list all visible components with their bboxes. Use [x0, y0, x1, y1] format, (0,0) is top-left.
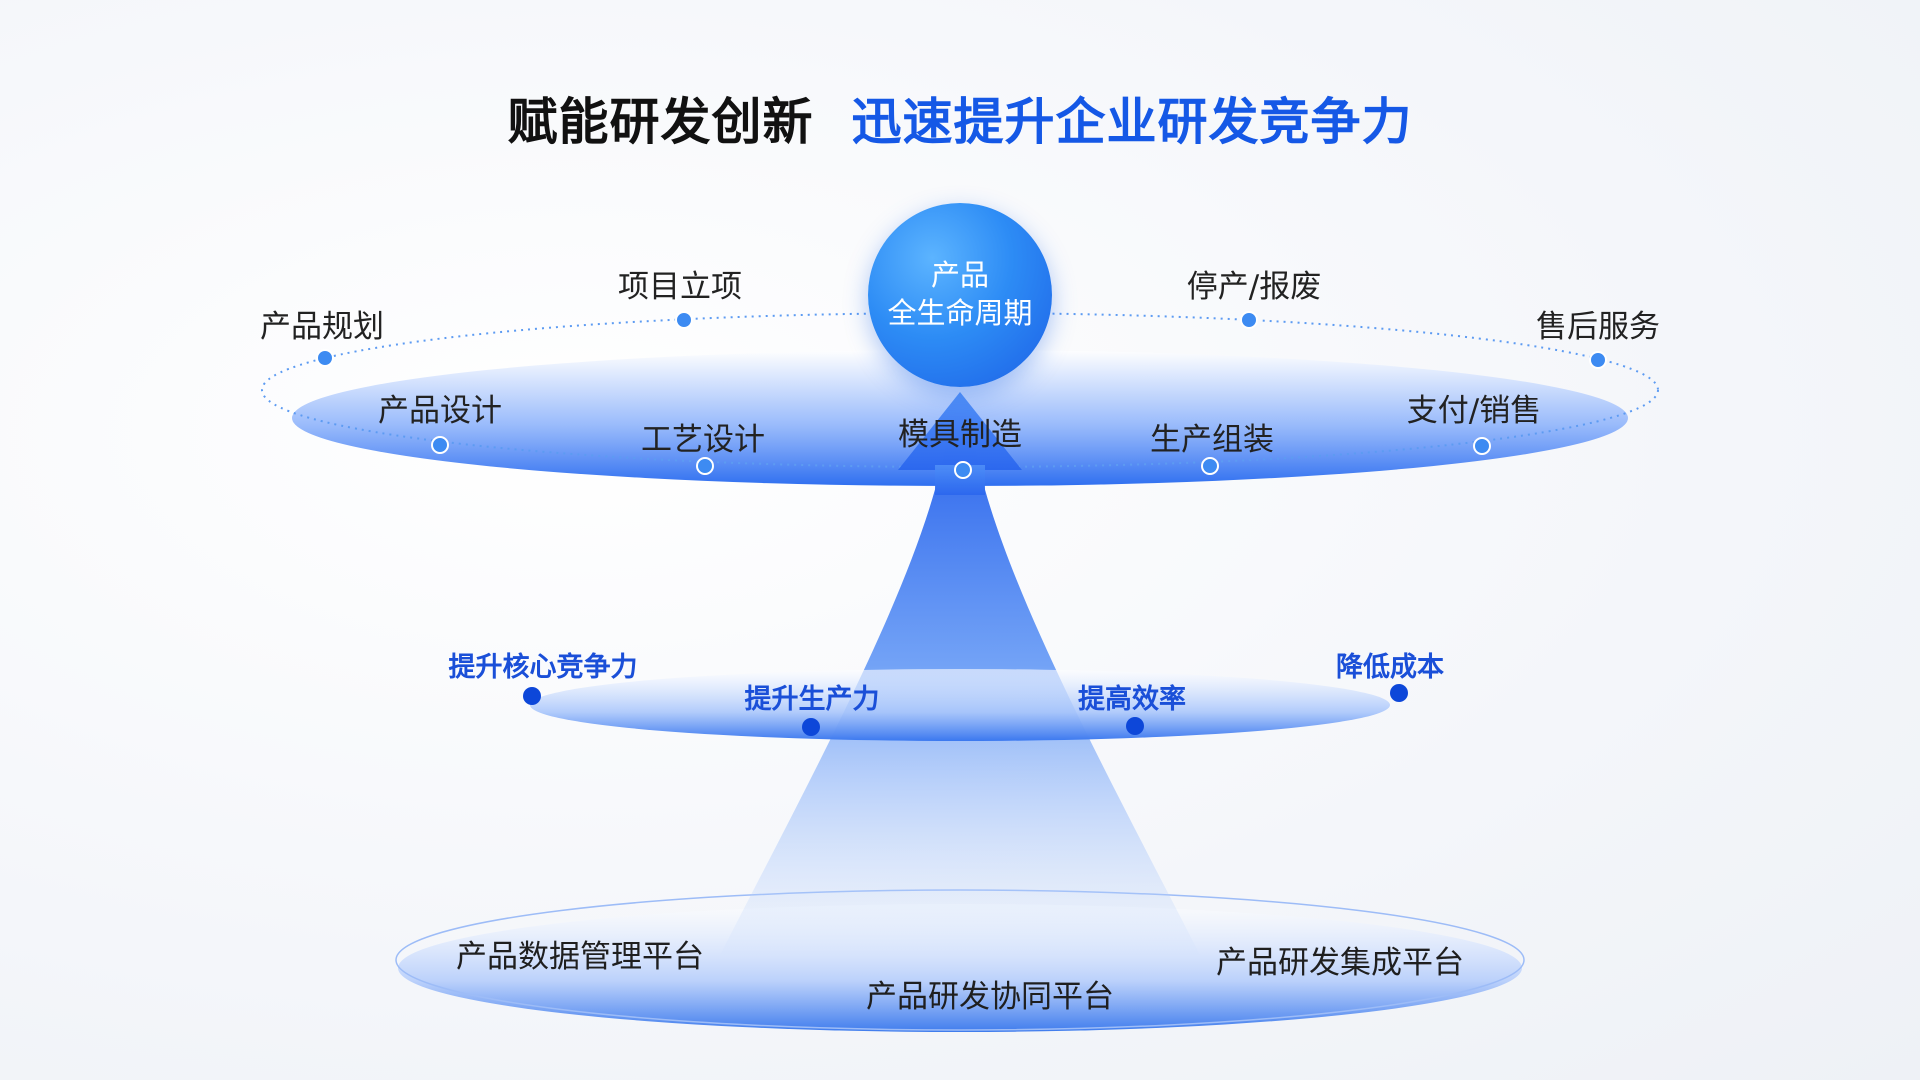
lifecycle-dot: [1201, 457, 1219, 475]
benefit-dot: [1390, 684, 1408, 702]
title-part-2: 迅速提升企业研发竞争力: [851, 93, 1413, 151]
lifecycle-label: 项目立项: [618, 269, 742, 305]
lifecycle-dot: [675, 311, 693, 329]
benefit-label: 提高效率: [1078, 684, 1186, 715]
benefit-label: 提升核心竞争力: [448, 652, 638, 683]
page-title: 赋能研发创新迅速提升企业研发竞争力: [0, 82, 1920, 154]
lifecycle-dot: [954, 461, 972, 479]
lifecycle-dots: [316, 311, 1607, 479]
lifecycle-dot: [431, 436, 449, 454]
lifecycle-label: 生产组装: [1150, 422, 1274, 458]
lifecycle-label: 停产/报废: [1186, 269, 1322, 305]
title-part-1: 赋能研发创新: [507, 93, 814, 151]
arrow-head: [898, 392, 1022, 470]
benefit-dot: [802, 718, 820, 736]
platform-ellipse: [398, 904, 1522, 1032]
benefit-dots: [523, 684, 1408, 736]
center-line-2: 全生命周期: [887, 296, 1033, 330]
lifecycle-dot: [1589, 351, 1607, 369]
lifecycle-dot: [696, 457, 714, 475]
lifecycle-label: 售后服务: [1536, 309, 1660, 345]
platform-label: 产品研发协同平台: [866, 979, 1114, 1015]
benefit-label: 提升生产力: [744, 684, 880, 715]
lifecycle-dot: [316, 349, 334, 367]
benefit-label: 降低成本: [1336, 652, 1444, 683]
platform-label: 产品研发集成平台: [1216, 945, 1464, 981]
lifecycle-label: 模具制造: [898, 417, 1022, 453]
benefit-dot: [523, 687, 541, 705]
lifecycle-dot: [1473, 437, 1491, 455]
lifecycle-label: 支付/销售: [1406, 393, 1542, 429]
lifecycle-orbit: [261, 312, 1659, 468]
lifecycle-label: 产品规划: [260, 309, 384, 345]
lifecycle-label: 工艺设计: [641, 422, 765, 458]
lifecycle-label: 产品设计: [378, 393, 502, 429]
platform-label: 产品数据管理平台: [456, 939, 704, 975]
center-line-1: 产品: [930, 258, 989, 293]
benefits-ellipse: [530, 669, 1390, 741]
center-circle: 产品 全生命周期: [868, 203, 1052, 387]
benefit-dot: [1126, 717, 1144, 735]
lifecycle-dot: [1240, 311, 1258, 329]
